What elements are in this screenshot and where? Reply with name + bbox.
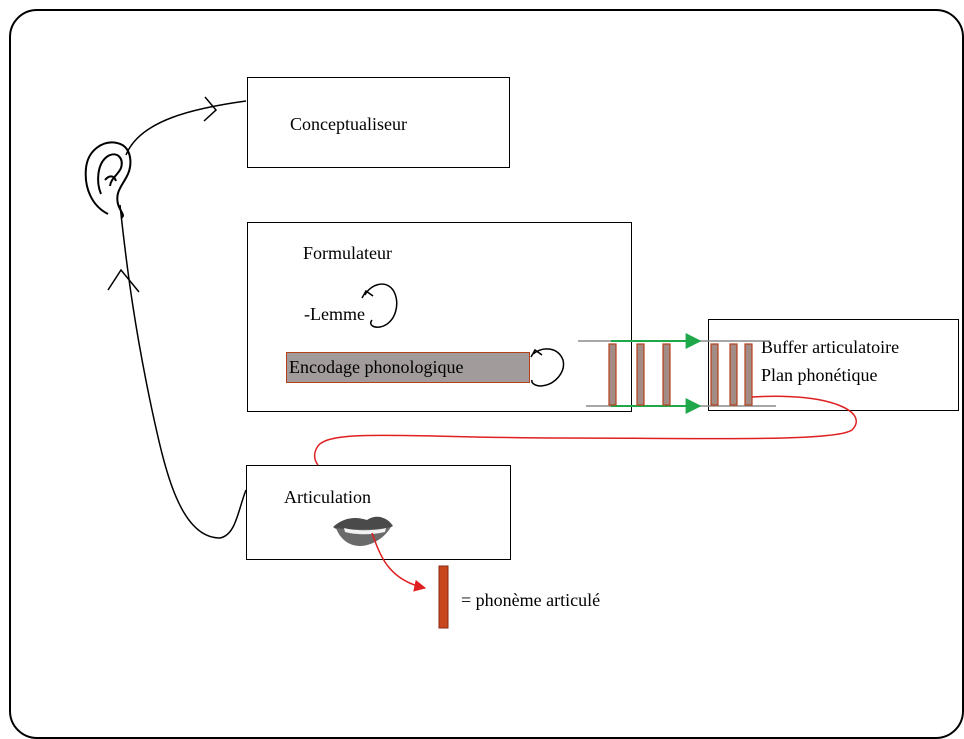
lips-icon — [333, 516, 393, 546]
buffer-label-1: Buffer articulatoire — [761, 337, 900, 357]
phoneme-bar — [729, 343, 738, 406]
encodage-label: Encodage phonologique — [289, 357, 464, 377]
lips-to-phoneme-arrow — [371, 532, 427, 592]
articulation-to-ear-path — [119, 204, 247, 539]
conceptualiseur-label: Conceptualiseur — [290, 114, 407, 134]
phoneme-bar — [608, 343, 617, 406]
ear-to-conceptualiseur-path — [125, 100, 247, 156]
phoneme-bar — [710, 343, 719, 406]
lemme-loop-icon — [364, 283, 398, 328]
diagram-connectors — [84, 96, 857, 629]
encodage-loop-icon — [531, 348, 565, 387]
lemme-loop-head — [361, 289, 374, 299]
formulateur-label: Formulateur — [303, 243, 392, 263]
phoneme-bar — [662, 343, 671, 406]
ear-icon — [84, 141, 132, 219]
buffer-to-articulation-path — [313, 395, 857, 466]
encodage-loop-head — [530, 348, 543, 358]
legend-phoneme-bar — [438, 565, 449, 629]
articulation-box: Articulation — [246, 465, 511, 560]
legend-text: = phonème articulé — [461, 590, 601, 610]
buffer-label-2: Plan phonétique — [761, 365, 878, 385]
arrowhead-conceptualiseur — [203, 96, 218, 122]
phoneme-bar — [636, 343, 645, 406]
arrowhead-ear-return — [107, 268, 140, 293]
encodage-bar: Encodage phonologique — [286, 352, 530, 383]
articulation-label: Articulation — [284, 487, 371, 507]
lemme-label: -Lemme — [304, 304, 365, 324]
phoneme-bar — [744, 343, 753, 406]
conceptualiseur-box: Conceptualiseur — [247, 77, 510, 168]
